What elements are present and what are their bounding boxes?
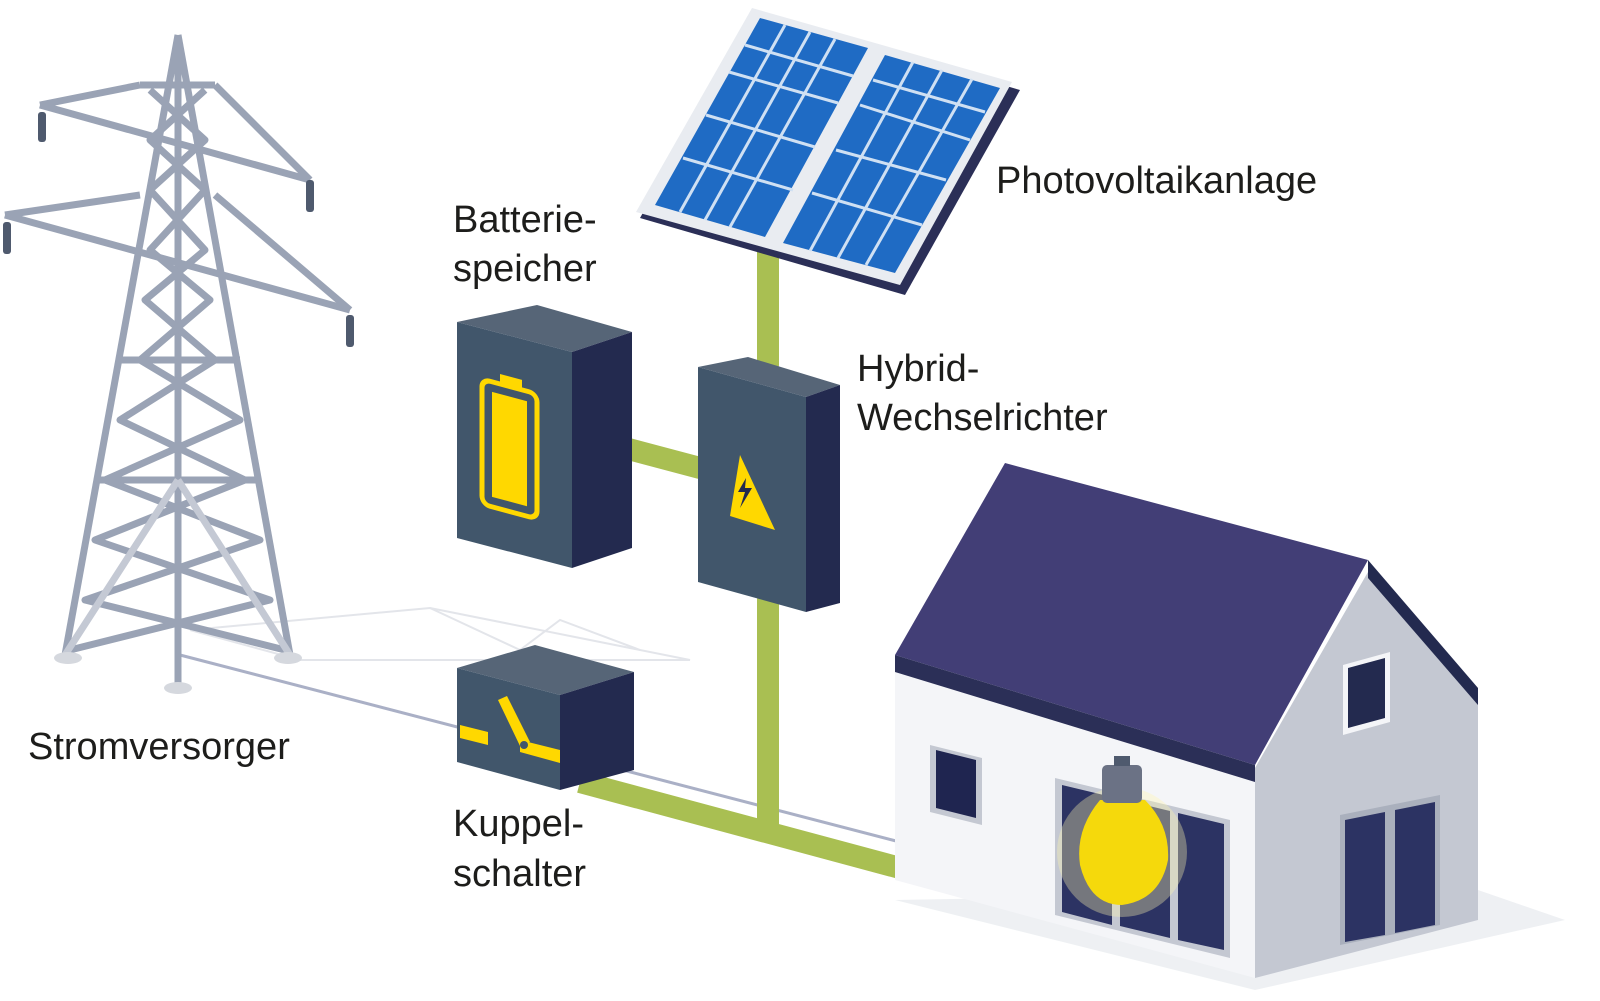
label-inverter-line1: Hybrid- — [857, 348, 980, 390]
label-coupler-line2: schalter — [453, 853, 587, 895]
coupler-switch — [457, 645, 634, 790]
switch-icon — [460, 696, 560, 763]
high-voltage-warning-icon — [730, 455, 775, 530]
label-inverter-line2: Wechselrichter — [857, 397, 1108, 439]
hybrid-inverter — [698, 357, 840, 612]
light-bulb-icon — [1057, 756, 1187, 917]
house-icon — [895, 463, 1565, 990]
label-battery-line1: Batterie- — [453, 199, 597, 241]
battery-icon — [479, 373, 540, 520]
label-coupler-line1: Kuppel- — [453, 803, 584, 845]
tower-shadow — [189, 606, 691, 661]
dc-cables — [577, 239, 903, 879]
solar-panel-icon — [636, 8, 1020, 295]
label-photovoltaic: Photovoltaikanlage — [996, 160, 1318, 202]
label-battery-line2: speicher — [453, 248, 597, 290]
tower-insulators — [3, 112, 354, 694]
power-tower-icon — [4, 34, 353, 685]
label-grid: Stromversorger — [28, 726, 290, 768]
battery-storage — [457, 305, 632, 568]
